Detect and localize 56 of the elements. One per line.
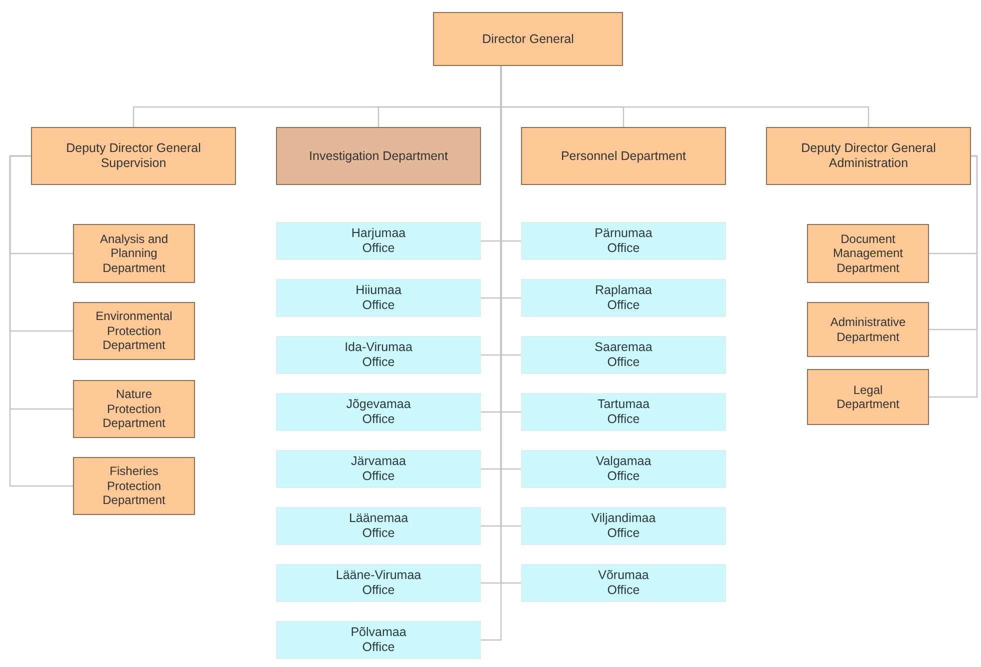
node-label: Viljandimaa Office bbox=[590, 511, 657, 541]
node-label: Järvamaa Office bbox=[350, 454, 407, 484]
department-box bbox=[31, 127, 236, 185]
node-label: Harjumaa Office bbox=[350, 226, 407, 256]
node-label: Põlvamaa Office bbox=[350, 625, 408, 655]
office-box bbox=[521, 393, 726, 431]
department-box bbox=[766, 127, 971, 185]
node-label: Jõgevamaa Office bbox=[345, 397, 412, 427]
node-label: Director General bbox=[482, 32, 574, 46]
connector-line bbox=[9, 155, 73, 487]
office-box bbox=[276, 279, 481, 317]
office-box bbox=[276, 393, 481, 431]
node-label: Deputy Director General Administration bbox=[800, 141, 937, 171]
node-label: Legal Department bbox=[836, 382, 900, 412]
node-label: Deputy Director General Supervision bbox=[65, 141, 202, 171]
director-box bbox=[433, 12, 623, 66]
office-box bbox=[276, 621, 481, 659]
node-label: Tartumaa Office bbox=[596, 397, 651, 427]
office-box bbox=[276, 222, 481, 260]
office-box bbox=[521, 450, 726, 488]
department-box bbox=[73, 380, 195, 438]
office-box bbox=[276, 507, 481, 545]
node-label: Environmental Protection Department bbox=[94, 309, 174, 353]
department-box bbox=[73, 457, 195, 515]
department-box bbox=[807, 224, 929, 283]
node-label: Võrumaa Office bbox=[597, 568, 650, 598]
department-box bbox=[807, 369, 929, 425]
department-box bbox=[73, 224, 195, 283]
office-box bbox=[521, 279, 726, 317]
office-box bbox=[521, 222, 726, 260]
node-label: Nature Protection Department bbox=[102, 387, 166, 431]
node-label: Raplamaa Office bbox=[594, 283, 653, 313]
department-box bbox=[807, 302, 929, 357]
office-box bbox=[521, 336, 726, 374]
node-label: Ida-Virumaa Office bbox=[344, 340, 414, 370]
office-box bbox=[276, 336, 481, 374]
office-box bbox=[521, 507, 726, 545]
department-box bbox=[521, 127, 726, 185]
node-label: Lääne-Virumaa Office bbox=[334, 568, 422, 598]
node-label: Pärnumaa Office bbox=[594, 226, 654, 256]
node-label: Investigation Department bbox=[309, 148, 448, 164]
node-label: Läänemaa Office bbox=[348, 511, 410, 541]
department-box bbox=[73, 302, 195, 360]
office-box bbox=[276, 564, 481, 602]
office-box bbox=[521, 564, 726, 602]
department-box bbox=[276, 127, 481, 185]
node-label: Saaremaa Office bbox=[594, 340, 654, 370]
node-label: Personnel Department bbox=[560, 148, 686, 164]
node-label: Analysis and Planning Department bbox=[98, 232, 170, 276]
node-label: Fisheries Protection Department bbox=[102, 464, 166, 508]
node-label: Hiiumaa Office bbox=[354, 283, 402, 313]
node-label: Valgamaa Office bbox=[594, 454, 652, 484]
office-box bbox=[276, 450, 481, 488]
connector-line bbox=[929, 155, 978, 398]
node-label: Document Management Department bbox=[832, 232, 904, 276]
node-label: Administrative Department bbox=[829, 315, 907, 344]
